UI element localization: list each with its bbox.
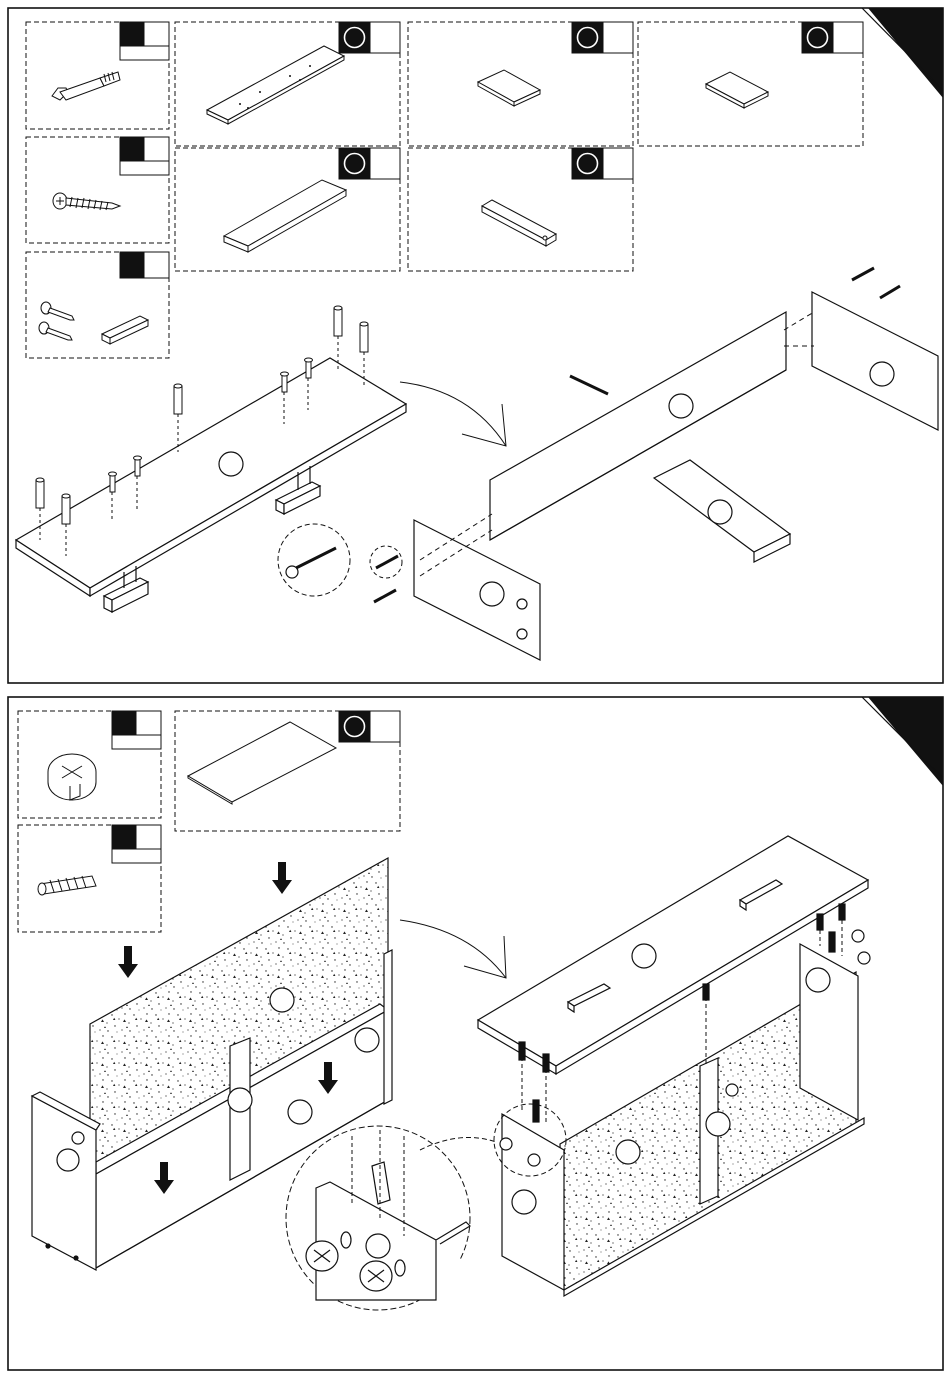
filled-square-badge bbox=[120, 252, 169, 278]
cam-bolt-icon bbox=[36, 478, 44, 508]
assembly-flow-arrow bbox=[400, 920, 506, 978]
circle-badge bbox=[572, 148, 633, 179]
long-screw-icon bbox=[305, 358, 313, 378]
step-corner-tab bbox=[868, 8, 943, 98]
cam-bolt-icon bbox=[334, 306, 342, 336]
cam-lock-icon bbox=[48, 754, 96, 800]
cam-bolt-icon bbox=[360, 322, 368, 352]
long-screw-icon bbox=[134, 456, 142, 476]
filled-square-badge bbox=[112, 711, 161, 749]
small-screws-and-block-icon bbox=[39, 302, 148, 344]
back-board-icon bbox=[188, 722, 336, 804]
step-2-detail-view bbox=[286, 1126, 496, 1310]
long-screw-icon bbox=[53, 193, 120, 210]
circle-badge bbox=[339, 22, 400, 53]
step-1-assembly-right bbox=[278, 268, 938, 660]
step-1-parts-list bbox=[26, 22, 863, 358]
step-2-assembly-right bbox=[478, 836, 870, 1296]
assembly-flow-arrow bbox=[400, 382, 506, 446]
step-corner-tab bbox=[868, 697, 943, 786]
circle-badge bbox=[339, 148, 400, 179]
small-panel-a-icon bbox=[478, 70, 540, 106]
long-panel-icon bbox=[224, 180, 346, 252]
drilled-shelf-panel-icon bbox=[207, 46, 344, 124]
cam-bolt-icon bbox=[52, 72, 120, 100]
step-1-assembly-left bbox=[16, 358, 406, 612]
circle-badge bbox=[802, 22, 863, 53]
wood-dowel-icon bbox=[38, 876, 96, 895]
long-screw-icon bbox=[281, 372, 289, 392]
filled-square-badge bbox=[120, 22, 169, 60]
circle-badge bbox=[572, 22, 633, 53]
filled-square-badge bbox=[120, 137, 169, 175]
filled-square-badge bbox=[112, 825, 161, 863]
circle-badge bbox=[339, 711, 400, 742]
long-screw-icon bbox=[109, 472, 117, 492]
cam-bolt-icon bbox=[62, 494, 70, 524]
cam-bolt-icon bbox=[174, 384, 182, 414]
small-panel-b-icon bbox=[706, 72, 768, 108]
rail-icon bbox=[482, 200, 556, 246]
